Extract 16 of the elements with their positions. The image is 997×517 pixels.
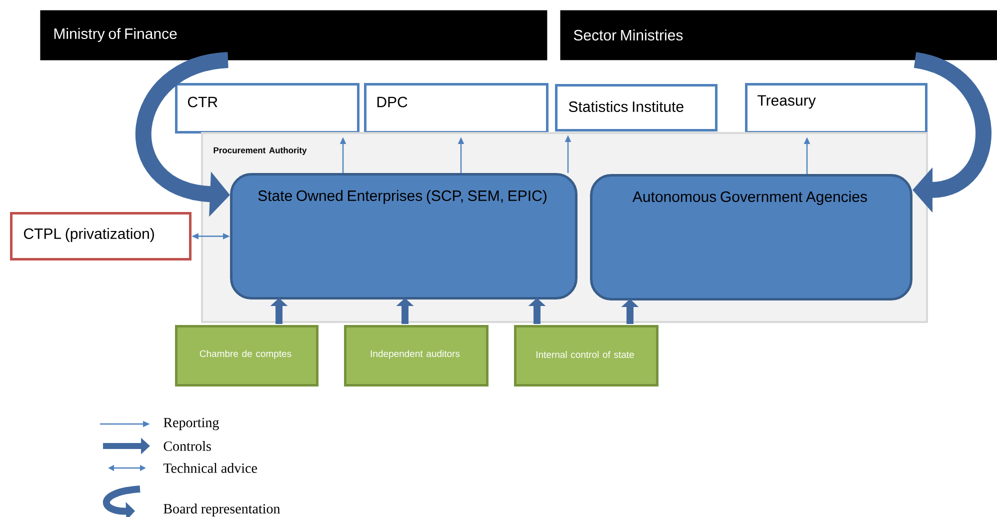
- process-box: CTPL (privatization): [10, 212, 192, 260]
- legend-label: Technical advice: [163, 463, 257, 473]
- legend-label: Board representation: [164, 504, 280, 516]
- legend-label: Controls: [164, 441, 211, 451]
- control-box: Independent auditors: [344, 325, 488, 386]
- band-box: Sector Ministries: [560, 10, 997, 60]
- legend-label: Reporting: [164, 418, 219, 430]
- process-box: DPC: [364, 83, 548, 134]
- process-box: Statistics Institute: [555, 84, 718, 132]
- process-box: CTR: [175, 83, 360, 134]
- control-box: Chambre de comptes: [175, 325, 318, 386]
- control-box: Internal control of state: [514, 325, 658, 386]
- rounded-box: Autonomous Government Agencies: [590, 174, 912, 300]
- process-box: Treasury: [745, 83, 928, 134]
- band-box: Ministry of Finance: [40, 10, 548, 60]
- rounded-box: State Owned Enterprises (SCP, SEM, EPIC): [230, 173, 578, 300]
